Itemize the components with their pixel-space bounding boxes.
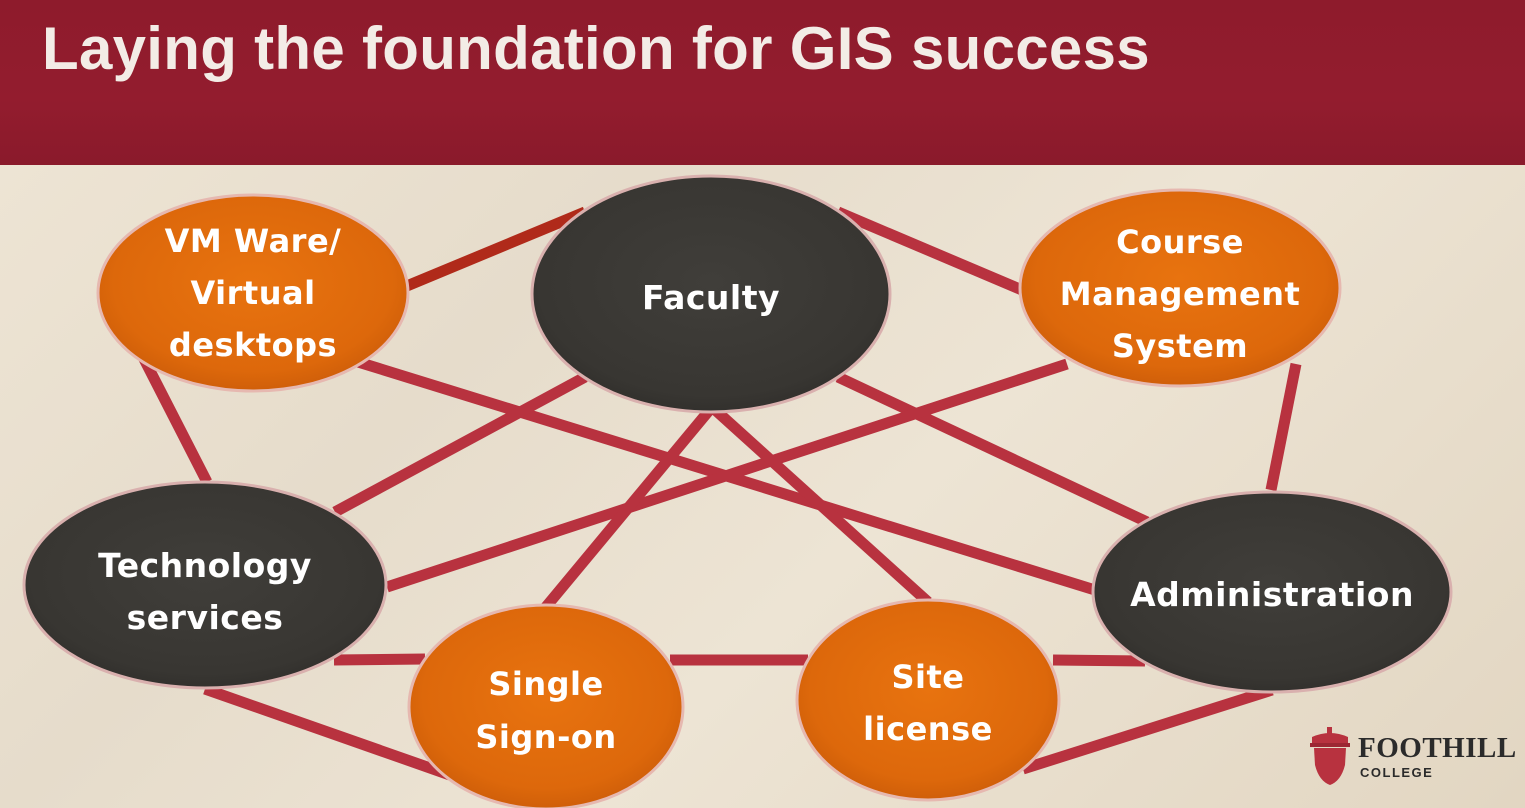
node-vmware-label-1: VM Ware/	[165, 222, 342, 260]
connector-faculty-site	[708, 402, 932, 607]
node-cms-label-3: System	[1112, 327, 1248, 365]
connector-vmware-tech	[138, 354, 212, 485]
node-site: Site license	[795, 598, 1061, 802]
connector-faculty-sso	[540, 403, 717, 612]
connector-site-admin-lower	[1021, 684, 1274, 775]
logo-name: FOOTHILL	[1358, 732, 1517, 764]
node-tech-label-1: Technology	[98, 546, 312, 585]
connector-faculty-cms	[835, 206, 1025, 296]
node-faculty: Faculty	[530, 174, 892, 414]
connector-tech-sso	[333, 653, 426, 666]
node-admin-label: Administration	[1130, 575, 1414, 614]
title-banner: Laying the foundation for GIS success	[0, 0, 1525, 165]
node-vmware: VM Ware/ Virtual desktops	[96, 193, 410, 393]
node-site-label-2: license	[863, 710, 993, 748]
node-tech-label-2: services	[127, 598, 284, 637]
node-sso: Single Sign-on	[407, 603, 685, 808]
connector-vmware-faculty	[399, 206, 588, 294]
node-cms-label-2: Management	[1060, 275, 1301, 313]
connector-faculty-tech	[332, 372, 588, 517]
connectors	[138, 206, 1302, 781]
connector-cms-tech	[385, 358, 1069, 593]
connector-site-admin	[1052, 654, 1146, 667]
node-tech: Technology services	[22, 480, 388, 690]
connector-faculty-admin	[835, 372, 1150, 527]
node-cms: Course Management System	[1018, 188, 1342, 388]
college-logo: FOOTHILL COLLEGE	[1308, 727, 1517, 787]
connector-tech-sso-lower	[203, 683, 452, 781]
logo-subtitle: COLLEGE	[1360, 765, 1434, 780]
acorn-icon	[1310, 727, 1350, 785]
connector-cms-admin	[1265, 362, 1302, 492]
node-sso-label-1: Single	[488, 665, 603, 703]
node-site-label-1: Site	[891, 658, 964, 696]
slide-title: Laying the foundation for GIS success	[42, 15, 1150, 82]
node-vmware-label-3: desktops	[169, 326, 337, 364]
node-vmware-label-2: Virtual	[190, 274, 315, 312]
node-faculty-label: Faculty	[642, 278, 780, 317]
node-cms-label-1: Course	[1116, 223, 1244, 261]
node-sso-label-2: Sign-on	[475, 718, 616, 756]
node-admin: Administration	[1091, 490, 1453, 694]
